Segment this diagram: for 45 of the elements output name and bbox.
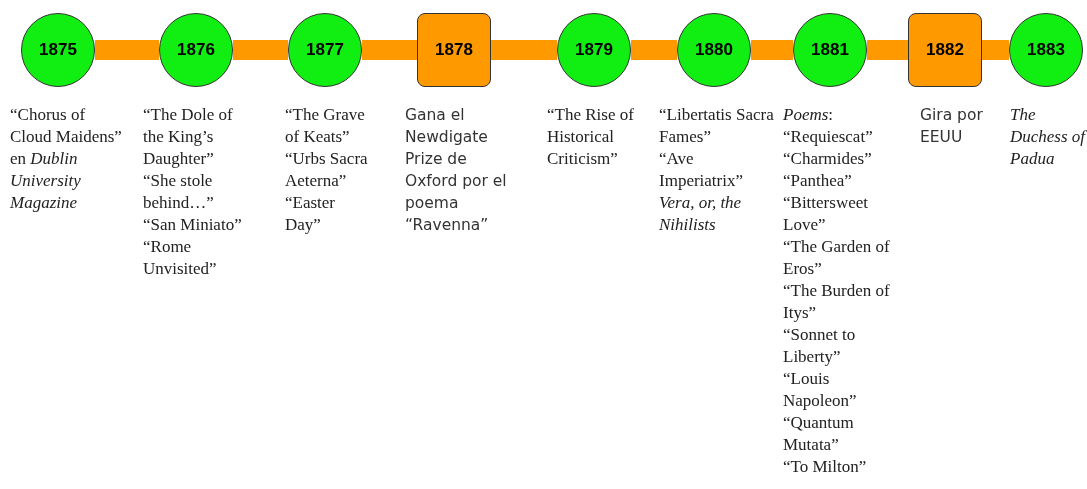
year-box bbox=[417, 13, 491, 87]
work-title: Poems: bbox=[783, 104, 835, 126]
year-label: 1882 bbox=[926, 40, 964, 60]
work-title: “Panthea” bbox=[783, 170, 853, 192]
work-title: Gana el Newdigate Prize de Oxford por el poema “Ravenna” bbox=[405, 105, 508, 236]
work-title: “San Miniato” bbox=[143, 214, 243, 236]
year-label: 1881 bbox=[811, 40, 849, 60]
year-label: 1878 bbox=[435, 40, 473, 60]
work-title: “Ave Imperiatrix” bbox=[659, 148, 744, 192]
timeline-bar bbox=[95, 40, 159, 60]
year-label: 1877 bbox=[306, 40, 344, 60]
year-label: 1880 bbox=[695, 40, 733, 60]
year-label: 1883 bbox=[1027, 40, 1065, 60]
timeline-bar bbox=[867, 40, 908, 60]
timeline-bar bbox=[982, 40, 1009, 60]
work-title: Vera, or, the Nihilists bbox=[659, 192, 743, 236]
work-title: “Sonnet to Liberty” bbox=[783, 324, 857, 368]
year-label: 1875 bbox=[39, 40, 77, 60]
timeline-bar bbox=[491, 40, 557, 60]
work-title: “The Burden of Itys” bbox=[783, 280, 891, 324]
work-title: “Quantum Mutata” bbox=[783, 412, 855, 456]
work-title: “She stole behind…” bbox=[143, 170, 215, 214]
timeline-bar bbox=[751, 40, 793, 60]
work-title: “Rome Unvisited” bbox=[143, 236, 218, 280]
timeline-bar bbox=[233, 40, 288, 60]
year-box bbox=[908, 13, 982, 87]
work-title: “The Dole of the King’s Daughter” bbox=[143, 104, 234, 170]
work-title: “The Rise of Historical Criticism” bbox=[547, 104, 635, 170]
timeline-bar bbox=[362, 40, 417, 60]
work-title: The Duchess of Padua bbox=[1010, 104, 1087, 170]
work-title: “Urbs Sacra Aeterna” bbox=[285, 148, 369, 192]
year-label: 1876 bbox=[177, 40, 215, 60]
work-title: “The Garden of Eros” bbox=[783, 236, 891, 280]
work-title: “Louis Napoleon” bbox=[783, 368, 858, 412]
work-title: Gira por EEUU bbox=[920, 105, 984, 148]
work-title: “Chorus of Cloud Maidens” en Dublin University Magazine bbox=[10, 104, 122, 214]
timeline-bar bbox=[631, 40, 677, 60]
work-title: “Charmides” bbox=[783, 148, 873, 170]
work-title: “Libertatis Sacra Fames” bbox=[659, 104, 775, 148]
year-label: 1879 bbox=[575, 40, 613, 60]
work-title: “Requiescat” bbox=[783, 126, 874, 148]
work-title: “Easter Day” bbox=[285, 192, 337, 236]
work-title: “The Grave of Keats” bbox=[285, 104, 366, 148]
work-title: “Bittersweet Love” bbox=[783, 192, 869, 236]
work-title: “To Milton” bbox=[783, 456, 868, 478]
